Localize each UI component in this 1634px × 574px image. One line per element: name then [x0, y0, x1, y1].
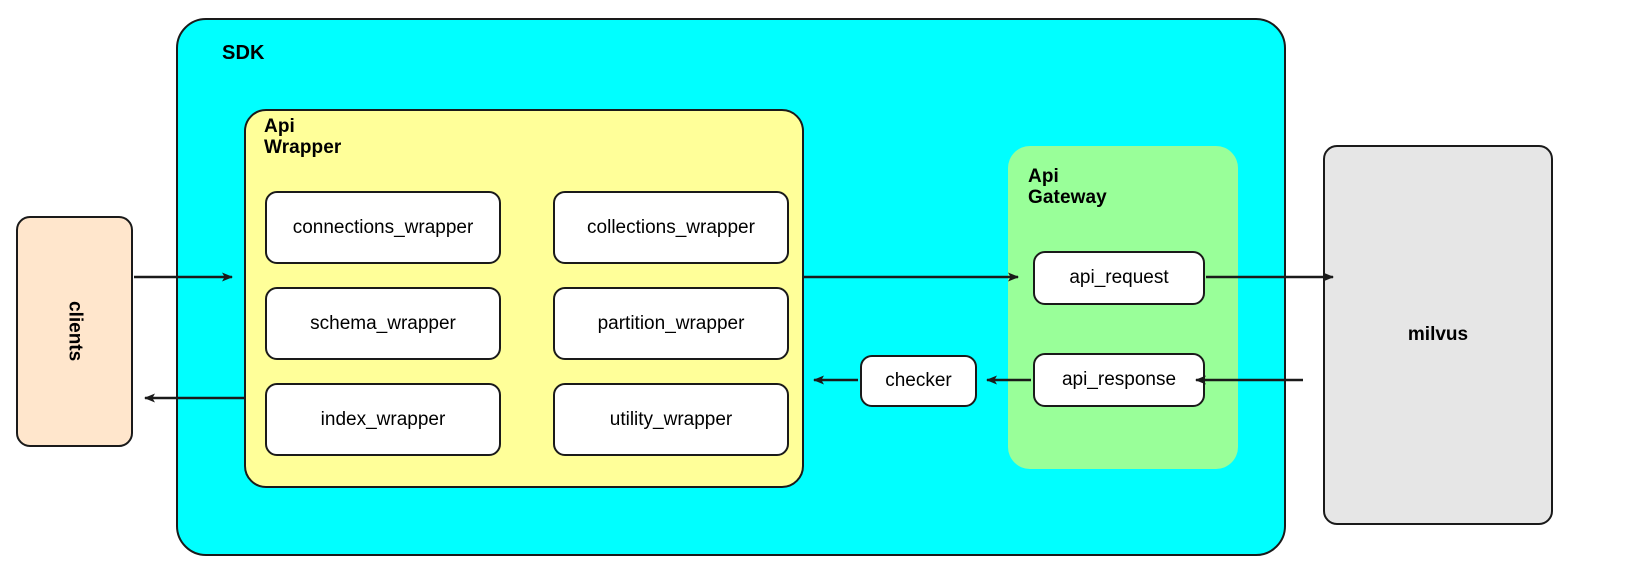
- card-utility-wrapper[interactable]: utility_wrapper: [553, 383, 789, 456]
- sdk-label: SDK: [222, 42, 265, 64]
- clients-label: clients: [64, 301, 86, 362]
- card-partition-wrapper[interactable]: partition_wrapper: [553, 287, 789, 360]
- clients-box[interactable]: clients: [16, 216, 133, 447]
- card-api-request[interactable]: api_request: [1033, 251, 1205, 305]
- card-checker[interactable]: checker: [860, 355, 977, 407]
- milvus-box[interactable]: milvus: [1323, 145, 1553, 525]
- api-wrapper-label: Api Wrapper: [264, 116, 342, 159]
- card-connections-wrapper[interactable]: connections_wrapper: [265, 191, 501, 264]
- card-api-response[interactable]: api_response: [1033, 353, 1205, 407]
- api-gateway-label: Api Gateway: [1028, 166, 1107, 209]
- card-collections-wrapper[interactable]: collections_wrapper: [553, 191, 789, 264]
- card-schema-wrapper[interactable]: schema_wrapper: [265, 287, 501, 360]
- api-gateway-container: [1008, 146, 1238, 469]
- card-index-wrapper[interactable]: index_wrapper: [265, 383, 501, 456]
